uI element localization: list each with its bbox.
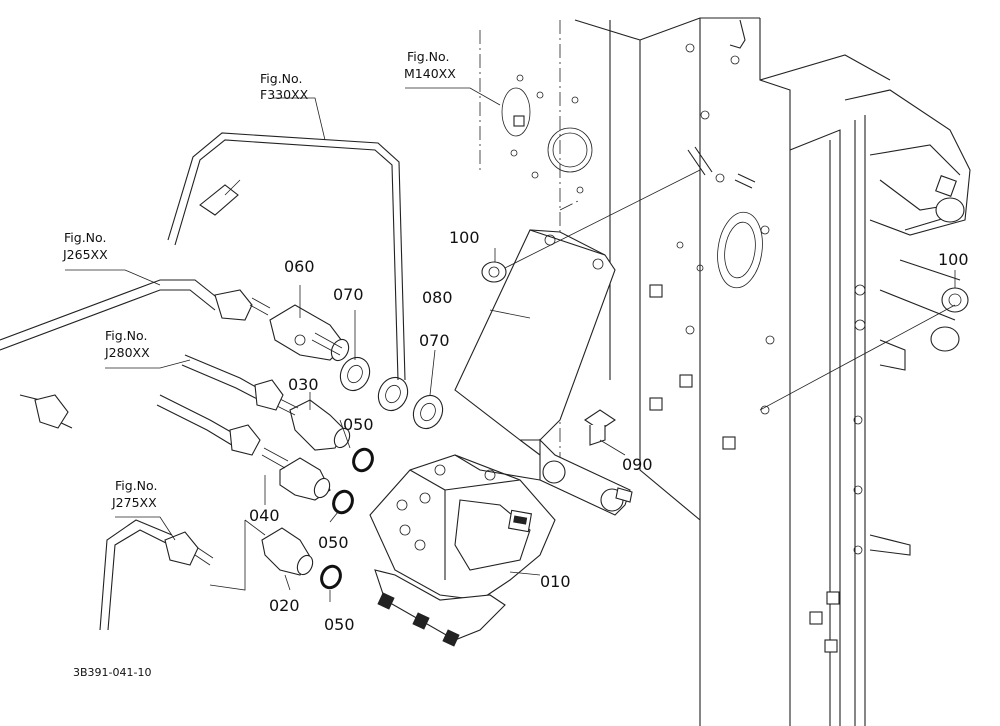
drawing-code: 3B391-041-10 xyxy=(73,666,151,679)
figure-refs: Fig.No. F330XX Fig.No. M140XX Fig.No. J2… xyxy=(62,49,456,510)
washer-070-c xyxy=(412,394,444,430)
washer-070-a xyxy=(339,356,371,392)
adapter-020 xyxy=(261,527,314,576)
fig-ref-j280-code: J280XX xyxy=(104,345,150,360)
label-020: 020 xyxy=(269,596,300,615)
pipe-f330 xyxy=(167,132,406,381)
nut-100-left xyxy=(481,261,507,283)
fig-ref-j275-label: Fig.No. xyxy=(115,478,157,493)
part-labels: 060 070 070 080 100 100 030 050 090 040 … xyxy=(249,228,969,634)
label-030: 030 xyxy=(288,375,319,394)
label-060: 060 xyxy=(284,257,315,276)
valve-body-010 xyxy=(369,454,556,647)
label-050-a: 050 xyxy=(343,415,374,434)
leader-lines xyxy=(65,87,956,602)
pipe-j280 xyxy=(156,354,284,456)
label-080: 080 xyxy=(422,288,453,307)
label-010: 010 xyxy=(540,572,571,591)
adapter-040 xyxy=(261,447,331,501)
label-040: 040 xyxy=(249,506,280,525)
pipe-j275 xyxy=(99,519,214,631)
plate-m140 xyxy=(501,74,593,194)
chassis-frame xyxy=(479,17,971,726)
fig-ref-j265-label: Fig.No. xyxy=(64,230,106,245)
label-070-a: 070 xyxy=(333,285,364,304)
label-100-b: 100 xyxy=(938,250,969,269)
pipe-j265 xyxy=(0,279,271,351)
o-ring-050-b xyxy=(332,489,354,515)
fig-ref-f330-code: F330XX xyxy=(260,87,309,102)
o-ring-050-a xyxy=(352,447,374,473)
label-090: 090 xyxy=(622,455,653,474)
fig-ref-j280-label: Fig.No. xyxy=(105,328,147,343)
label-050-b: 050 xyxy=(318,533,349,552)
bolt-090 xyxy=(584,409,633,503)
nut-100-right xyxy=(941,287,969,313)
washer-070-b xyxy=(377,376,409,412)
fig-ref-m140-label: Fig.No. xyxy=(407,49,449,64)
fig-ref-f330-label: Fig.No. xyxy=(260,71,302,86)
fig-ref-m140-code: M140XX xyxy=(404,66,456,81)
adapter-030 xyxy=(274,397,351,451)
label-050-c: 050 xyxy=(324,615,355,634)
fig-ref-j265-code: J265XX xyxy=(62,247,108,262)
label-100-a: 100 xyxy=(449,228,480,247)
pipe-left-end xyxy=(19,394,73,429)
o-ring-050-c xyxy=(320,564,342,590)
adapter-060 xyxy=(269,304,350,362)
fig-ref-j275-code: J275XX xyxy=(111,495,157,510)
label-070-b: 070 xyxy=(419,331,450,350)
